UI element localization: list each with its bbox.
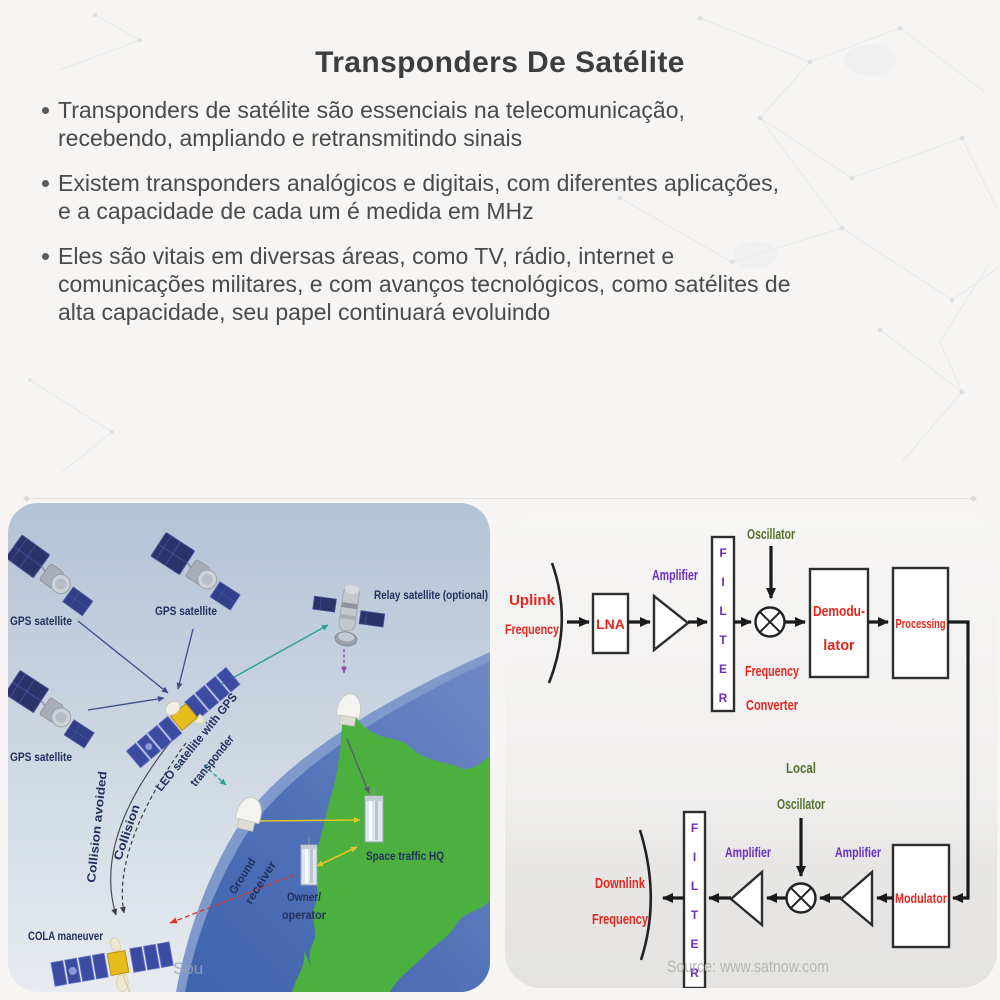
page-title: Transponders De Satélite xyxy=(315,46,685,80)
filter-bottom-letter-f: F xyxy=(691,821,698,835)
bullet-3-line-1: Eles são vitais em diversas áreas, como … xyxy=(58,243,675,269)
filter-bottom-box xyxy=(682,810,707,988)
collision-trajectories xyxy=(110,734,187,916)
filter-bottom-letter-i: I xyxy=(693,850,696,864)
filter-top-letter-t: T xyxy=(719,633,727,647)
filter-top-letter-i: I xyxy=(721,575,724,589)
right-watermark: Source: www.satnow.com xyxy=(667,957,829,976)
owner-label-line1: Owner/ xyxy=(287,892,322,904)
section-divider xyxy=(22,494,978,503)
leo-to-relay-arrow xyxy=(219,624,329,686)
leo-satellite-icon xyxy=(125,666,241,769)
bullet-item-2: Existem transponders analógicos e digita… xyxy=(42,169,972,225)
freq-converter-label-line1: Frequency xyxy=(745,664,799,680)
bullet-2-line-2: e a capacidade de cada um é medida em MH… xyxy=(58,198,534,224)
demodulator-label-line2: lator xyxy=(823,638,855,654)
processing-box xyxy=(891,566,950,680)
ground-links-yellow xyxy=(255,817,361,867)
bullet-item-1: Transponders de satélite são essenciais … xyxy=(42,96,972,152)
amplifier-top-triangle xyxy=(652,593,690,653)
relay-satellite-label: Relay satellite (optional) xyxy=(374,590,488,602)
uplink-label-line1: Uplink xyxy=(509,592,555,609)
transponder-block-diagram-image: Uplink Frequency LNA Amplifier F I L T E… xyxy=(505,510,997,988)
relay-satellite-icon xyxy=(312,584,386,647)
frequency-converter-mixer xyxy=(754,606,786,638)
downlink-label-line2: Frequency xyxy=(592,912,648,928)
leo-to-ground-arrow xyxy=(203,764,227,786)
space-traffic-hq-building xyxy=(364,787,384,843)
modulator-box xyxy=(891,843,951,949)
modulator-label: Modulator xyxy=(895,891,948,906)
oscillator-label: Oscillator xyxy=(747,527,795,543)
bullet-2-line-1: Existem transponders analógicos e digita… xyxy=(58,170,780,196)
filter-bottom-letter-e: E xyxy=(690,937,698,951)
ground-receiver-dish-2 xyxy=(336,693,362,727)
filter-top-letter-f: F xyxy=(719,546,726,560)
uplink-dish-arc xyxy=(547,562,564,684)
earth xyxy=(176,652,490,992)
filter-bottom-letter-t: T xyxy=(691,908,699,922)
landmass xyxy=(309,703,490,992)
filter-top-box xyxy=(710,535,736,713)
filter-top-letter-r: R xyxy=(719,691,728,705)
amplifier-bottom-left-label: Amplifier xyxy=(725,844,771,860)
dish-to-hq-arrow xyxy=(346,738,370,794)
bullet-3-line-3: alta capacidade, seu papel continuará ev… xyxy=(58,299,551,325)
filter-bottom-letter-l: L xyxy=(691,879,698,893)
gps-satellite-label-3: GPS satellite xyxy=(10,752,72,764)
cola-maneuver-label: COLA maneuver xyxy=(28,931,103,943)
downlink-mixer xyxy=(785,882,817,914)
filter-top-letter-l: L xyxy=(719,604,726,618)
owner-to-cola-arrow xyxy=(169,874,295,924)
space-traffic-hq-label: Space traffic HQ xyxy=(366,851,444,863)
landmass-finger xyxy=(292,951,315,992)
bullet-1-line-2: recebendo, ampliando e retransmitindo si… xyxy=(58,125,523,151)
demodulator-box xyxy=(808,567,870,679)
amplifier-bottom-left-triangle xyxy=(729,869,764,928)
amplifier-top-label: Amplifier xyxy=(652,568,698,584)
gps-satellite-label-1: GPS satellite xyxy=(10,616,72,628)
gps-satellite-label-2: GPS satellite xyxy=(155,606,217,618)
local-oscillator-label-line1: Local xyxy=(786,761,816,777)
demodulator-label-line1: Demodu- xyxy=(813,604,865,620)
owner-operator-building xyxy=(300,837,318,886)
filter-top-letter-e: E xyxy=(719,662,727,676)
gps-signal-arrows xyxy=(77,620,194,711)
amplifier-bottom-right-label: Amplifier xyxy=(835,844,881,860)
processing-label: Processing xyxy=(896,616,946,631)
divider-left-diamond xyxy=(22,494,31,503)
bullet-list: Transponders de satélite são essenciais … xyxy=(42,96,972,343)
bullet-1-line-1: Transponders de satélite são essenciais … xyxy=(58,97,685,123)
divider-line xyxy=(29,498,971,499)
divider-right-diamond xyxy=(969,494,978,503)
amplifier-bottom-right-triangle xyxy=(839,869,874,928)
bullet-3-line-2: comunicações militares, e com avanços te… xyxy=(58,271,791,297)
downlink-dish-arc xyxy=(638,829,653,961)
owner-label-line2: operator xyxy=(282,910,326,922)
uplink-label-line2: Frequency xyxy=(505,621,559,637)
lna-label: LNA xyxy=(596,616,625,632)
local-oscillator-label-line2: Oscillator xyxy=(777,797,825,813)
cola-satellite-icon xyxy=(50,937,174,992)
freq-converter-label-line2: Converter xyxy=(746,698,798,714)
connector-processing-to-modulator xyxy=(948,620,970,903)
bullet-item-3: Eles são vitais em diversas áreas, como … xyxy=(42,242,972,326)
ground-receiver-dish-1 xyxy=(234,796,262,832)
filter-bottom-letter-r: R xyxy=(690,966,699,980)
downlink-label-line1: Downlink xyxy=(595,876,646,892)
satellite-scene-image: GPS satellite GPS satellite GPS satellit… xyxy=(8,503,490,992)
left-watermark: Sou xyxy=(173,959,203,978)
